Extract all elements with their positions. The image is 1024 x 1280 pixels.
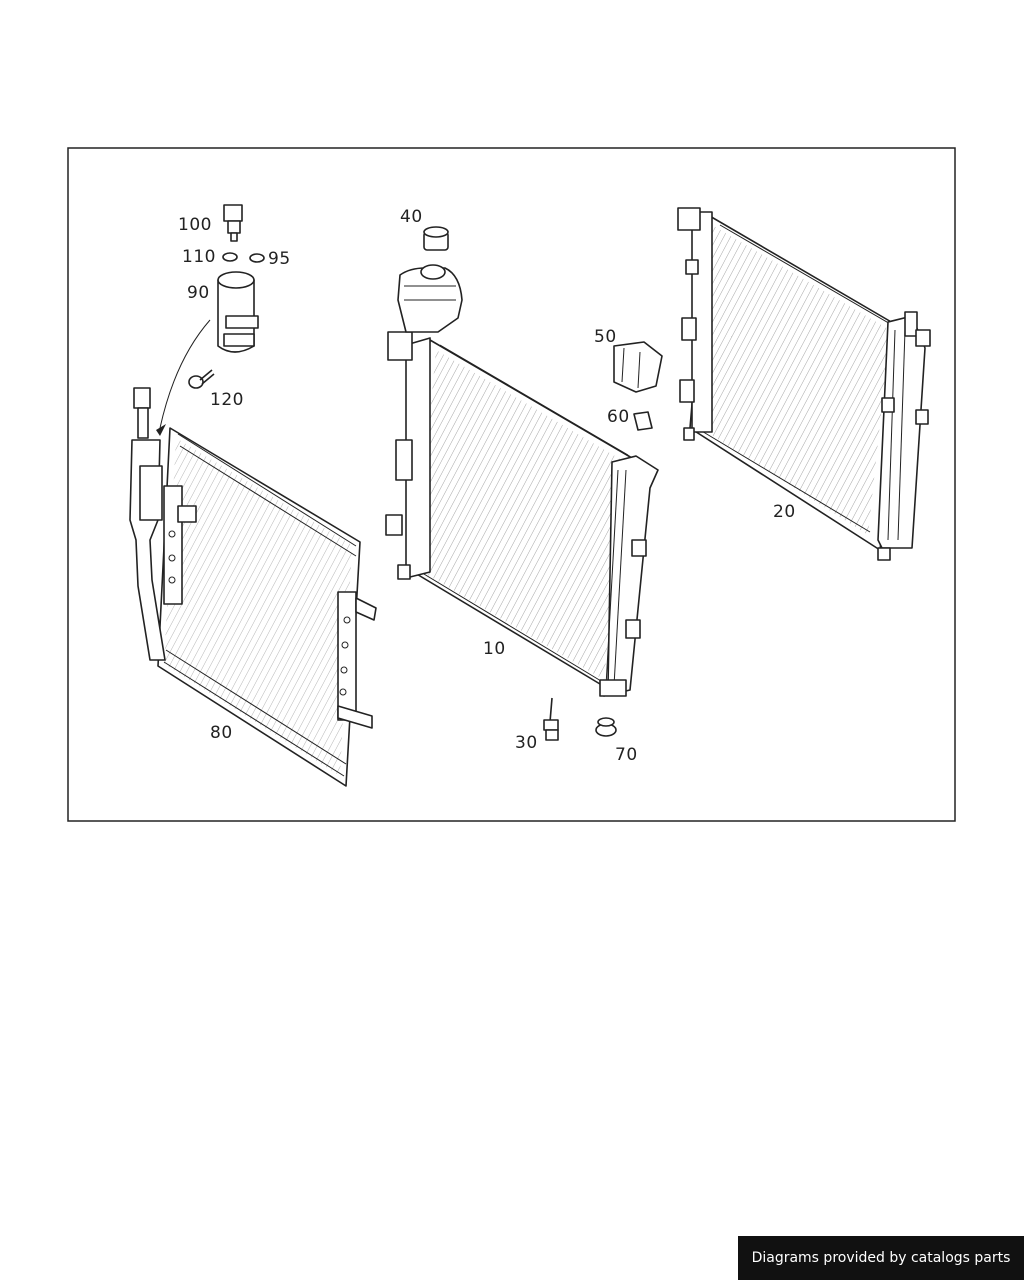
condenser-80 (129, 387, 377, 787)
o-ring-110 (222, 252, 238, 262)
pad-60 (633, 411, 653, 431)
sensor-30 (543, 697, 559, 741)
bracket-50 (613, 341, 663, 393)
label-10: 10 (483, 639, 506, 659)
screw-120 (188, 369, 215, 389)
label-100: 100 (178, 215, 212, 235)
label-80: 80 (210, 723, 233, 743)
footer-text: Diagrams provided by catalogs parts (751, 1250, 1011, 1266)
label-20: 20 (773, 502, 796, 522)
pressure-switch-100 (223, 204, 243, 242)
label-95: 95 (268, 249, 291, 269)
receiver-drier-90 (156, 271, 259, 436)
footer-credit: Diagrams provided by catalogs parts (738, 1236, 1024, 1280)
o-ring-95 (249, 253, 265, 263)
grommet-70 (595, 717, 617, 737)
label-40: 40 (400, 207, 423, 227)
label-60: 60 (607, 407, 630, 427)
label-90: 90 (187, 283, 210, 303)
diagram-frame (67, 147, 956, 822)
label-120: 120 (210, 390, 244, 410)
cap-40 (423, 226, 449, 251)
label-110: 110 (182, 247, 216, 267)
label-70: 70 (615, 745, 638, 765)
label-50: 50 (594, 327, 617, 347)
radiator-20 (677, 207, 931, 561)
radiator-10 (385, 264, 659, 697)
label-30: 30 (515, 733, 538, 753)
